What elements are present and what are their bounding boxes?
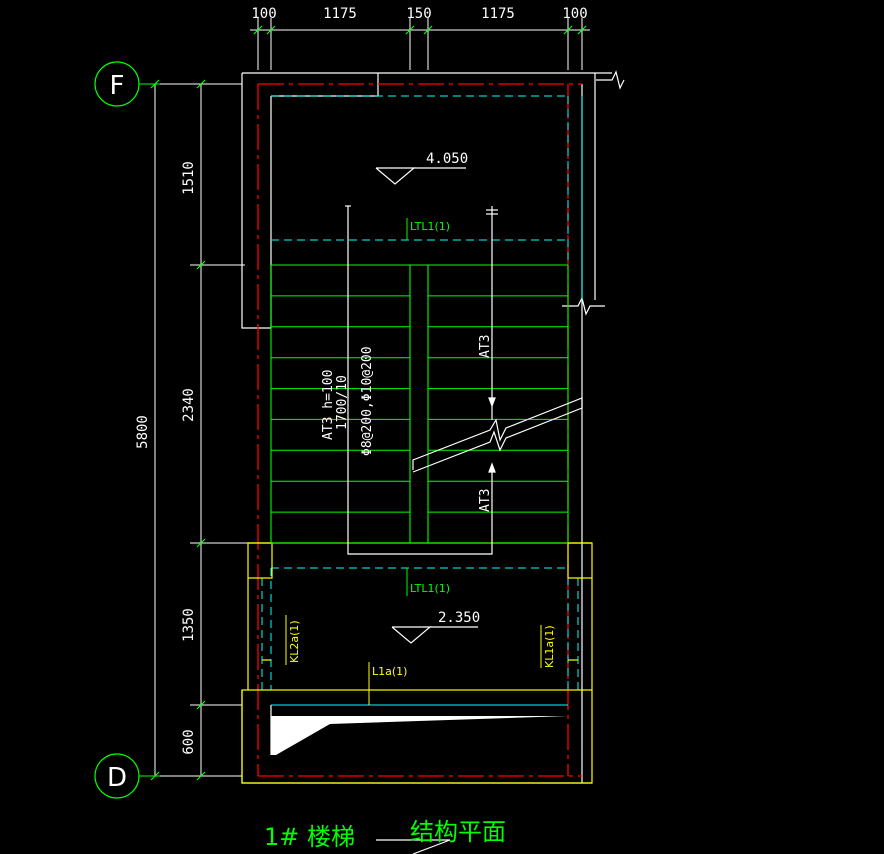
break-symbols (562, 70, 625, 316)
stair-notes: AT3 h=100 1700/10 Φ8@200,Φ10@200 AT3 AT3 (321, 335, 493, 512)
stair-flights (270, 264, 569, 544)
beam-label-kl2a: KL2a(1) (288, 620, 301, 663)
stair-treads (271, 295, 568, 513)
beam-label-l1a: L1a(1) (372, 665, 407, 678)
left-dimensions: 1510 2340 1350 600 5800 (135, 161, 197, 755)
top-dim-3: 150 (406, 6, 431, 22)
elevation-marker-top (375, 167, 466, 185)
beam-label-kl1a: KL1a(1) (543, 625, 556, 668)
top-dim-2: 1175 (323, 6, 357, 22)
top-dimensions: 100 1175 150 1175 100 (251, 6, 587, 22)
drawing-subtitle: 结构平面 (410, 818, 506, 846)
left-dim-2: 2340 (181, 388, 197, 422)
left-dim-1: 1510 (181, 161, 197, 195)
axis-label-D: D (107, 763, 127, 793)
stair-note-2: 1700/10 (335, 375, 350, 430)
flight-label-upper: AT3 (478, 335, 493, 358)
walls (241, 72, 612, 784)
beam-cyan-solid (271, 96, 583, 706)
stair-note-3: Φ8@200,Φ10@200 (360, 346, 375, 456)
elevation-marker-bottom (391, 626, 478, 644)
beam-cyan-lines (261, 95, 579, 691)
left-dim-3: 1350 (181, 608, 197, 642)
beam-label-ltl-top: LTL1(1) (410, 220, 450, 233)
landing-fill (271, 716, 568, 755)
top-dim-4: 1175 (481, 6, 515, 22)
title-section-mark (376, 839, 451, 854)
axis-label-F: F (110, 71, 125, 101)
grid-axis-F: F (94, 61, 160, 107)
axis-red-lines (257, 83, 582, 777)
grid-axis-D: D (94, 753, 160, 799)
dimension-ticks (150, 25, 587, 781)
beam-label-ltl-bottom: LTL1(1) (410, 582, 450, 595)
stair-well (347, 220, 583, 555)
left-dim-4: 600 (181, 729, 197, 754)
flight-label-lower: AT3 (478, 489, 493, 512)
top-dim-5: 100 (562, 6, 587, 22)
elevation-top: 4.050 (426, 151, 468, 167)
elevation-bottom: 2.350 (438, 610, 480, 626)
dimension-lines (140, 18, 590, 777)
drawing-title: 1# 楼梯 (264, 823, 355, 851)
top-dim-1: 100 (251, 6, 276, 22)
stair-note-1: AT3 h=100 (321, 370, 336, 440)
direction-arrows (345, 205, 498, 473)
overall-dim: 5800 (135, 415, 151, 449)
